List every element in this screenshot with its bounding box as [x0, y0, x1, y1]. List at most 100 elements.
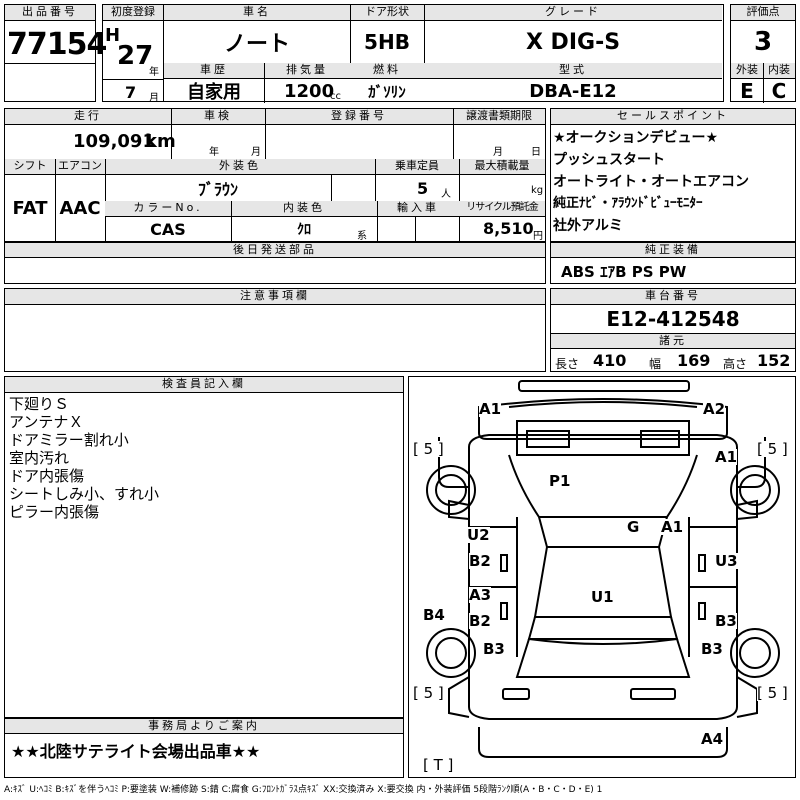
inspection-month-unit: 月 — [251, 147, 261, 158]
max-load-unit: kg — [531, 185, 544, 196]
aircon-label: エアコン — [55, 159, 105, 175]
width-label: 幅 — [649, 357, 662, 371]
year-unit: 年 — [149, 67, 159, 78]
recycle-fee-unit: 円 — [533, 231, 543, 242]
inspector-note: 下廻りＳ — [9, 395, 70, 413]
shift: FAT — [12, 197, 48, 219]
later-parts-box: 後日発送部品 — [4, 242, 546, 284]
door-type: 5HB — [364, 30, 410, 54]
equipment-items: ABS ｴｱB PS PW — [561, 263, 687, 281]
tire-front-left: [ 5 ] — [413, 440, 444, 458]
sales-point: オートライト・オートエアコン — [553, 174, 749, 190]
damage-mark: A3 — [469, 586, 492, 604]
door-type-label: ドア形状 — [350, 5, 424, 21]
inspection-year-unit: 年 — [209, 147, 219, 158]
notes-box: 注意事項欄 — [4, 288, 546, 372]
office-box: 事務局よりご案内 ★★北陸サテライト会場出品車★★ — [4, 718, 404, 778]
interior-color-unit: 系 — [357, 231, 367, 242]
damage-mark: U1 — [591, 588, 614, 606]
length-label: 長さ — [555, 357, 580, 371]
sales-point: プッシュスタート — [553, 152, 665, 168]
aircon: AAC — [59, 197, 101, 219]
score-box: 評価点 3 外装 内装 E C — [730, 4, 796, 103]
chassis-number: E12-412548 — [606, 307, 740, 331]
dimensions-label: 諸元 — [551, 333, 795, 349]
damage-mark: A1 — [715, 448, 738, 466]
legend: A:ｷｽﾞ U:ﾍｺﾐ B:ｷｽﾞを伴うﾍｺﾐ P:要塗装 W:補修跡 S:錆 … — [4, 785, 603, 795]
chassis-number-label: 車台番号 — [551, 289, 795, 305]
damage-mark: U2 — [467, 526, 490, 544]
tire-front-right: [ 5 ] — [757, 440, 788, 458]
damage-mark: B2 — [469, 612, 491, 630]
seating-capacity-label: 乗車定員 — [375, 159, 459, 175]
spare-tire: [ T ] — [423, 756, 454, 774]
notes-label: 注意事項欄 — [5, 289, 545, 305]
damage-mark: P1 — [549, 472, 571, 490]
history-label: 車歴 — [164, 63, 264, 79]
mileage: 109,091 — [73, 131, 155, 152]
first-registration-box: 初度登録 H 27 年 7 月 — [102, 4, 164, 104]
sales-point: ★オークションデビュー★ — [553, 130, 719, 146]
sales-points-label: セールスポイント — [551, 109, 795, 125]
interior-color-label: 内装色 — [231, 201, 377, 217]
equipment-box: 純正装備 ABS ｴｱB PS PW — [550, 242, 796, 284]
damage-mark: B3 — [715, 612, 737, 630]
damage-mark: B2 — [469, 552, 491, 570]
damage-mark: U3 — [715, 552, 738, 570]
inspector-note: シートしみ小、すれ小 — [9, 485, 160, 503]
car-name-label: 車名 — [164, 5, 350, 21]
car-outline — [426, 380, 780, 758]
max-load-label: 最大積載量 — [459, 159, 545, 175]
exterior-grade: E — [740, 79, 754, 103]
sales-point: 純正ﾅﾋﾞ・ｱﾗｳﾝﾄﾞﾋﾞｭｰﾓﾆﾀｰ — [553, 196, 703, 211]
shift-label: シフト — [5, 159, 55, 175]
inspector-note: ピラー内張傷 — [9, 503, 100, 521]
seating-unit: 人 — [441, 189, 451, 200]
office-message: ★★北陸サテライト会場出品車★★ — [11, 742, 261, 761]
grade: X DIG-S — [525, 29, 621, 55]
interior-label: 内装 — [763, 63, 795, 79]
damage-mark: G — [627, 518, 640, 536]
width: 169 — [677, 351, 711, 370]
recycle-fee-label: リサイクル預託金 — [459, 201, 545, 217]
exterior-label: 外装 — [731, 63, 763, 79]
interior-grade: C — [771, 79, 787, 103]
inspector-note: 室内汚れ — [9, 449, 70, 467]
exterior-color: ﾌﾞﾗｳﾝ — [197, 180, 238, 199]
specs-table: 走行 車検 登録番号 譲渡書類期限 109,091 km 年 月 月 日 シフト… — [4, 108, 546, 242]
model-code: DBA-E12 — [529, 80, 617, 102]
registration-month: 7 — [125, 83, 137, 102]
registration-number-label: 登録番号 — [265, 109, 453, 125]
era: H — [105, 25, 121, 46]
score: 3 — [753, 27, 773, 57]
damage-mark: A1 — [479, 400, 502, 418]
grade-label: グレード — [424, 5, 722, 21]
fuel-label: 燃料 — [350, 63, 424, 79]
damage-mark: A2 — [703, 400, 726, 418]
model-label: 型式 — [424, 63, 722, 79]
transfer-deadline-label: 譲渡書類期限 — [453, 109, 545, 125]
tire-rear-right: [ 5 ] — [757, 684, 788, 702]
damage-mark: A1 — [661, 518, 684, 536]
damage-mark: B3 — [483, 640, 505, 658]
office-label: 事務局よりご案内 — [5, 718, 403, 734]
chassis-box: 車台番号 E12-412548 諸元 長さ 410 幅 169 高さ 152 — [550, 288, 796, 372]
lot-number: 77154 — [7, 27, 107, 62]
inspection-label: 車検 — [171, 109, 265, 125]
color-number-label: カラーNo. — [105, 201, 231, 217]
equipment-label: 純正装備 — [551, 242, 795, 258]
length: 410 — [593, 351, 627, 370]
damage-mark: B4 — [423, 606, 445, 624]
displacement: 1200 — [284, 81, 335, 102]
lot-number-label: 出品番号 — [5, 5, 95, 21]
displacement-label: 排気量 — [264, 63, 350, 79]
vehicle-header-table: 車名 ドア形状 グレード ノート 5HB X DIG-S 車歴 排気量 燃料 型… — [164, 4, 724, 103]
history: 自家用 — [187, 82, 241, 103]
color-number: CAS — [150, 219, 186, 239]
lot-number-box: 出品番号 77154 — [4, 4, 107, 102]
later-parts-label: 後日発送部品 — [5, 242, 545, 258]
car-name: ノート — [223, 32, 290, 57]
import-label: 輸入車 — [377, 201, 459, 217]
inspector-note: アンテナＸ — [9, 413, 84, 431]
recycle-fee: 8,510 — [483, 219, 534, 238]
